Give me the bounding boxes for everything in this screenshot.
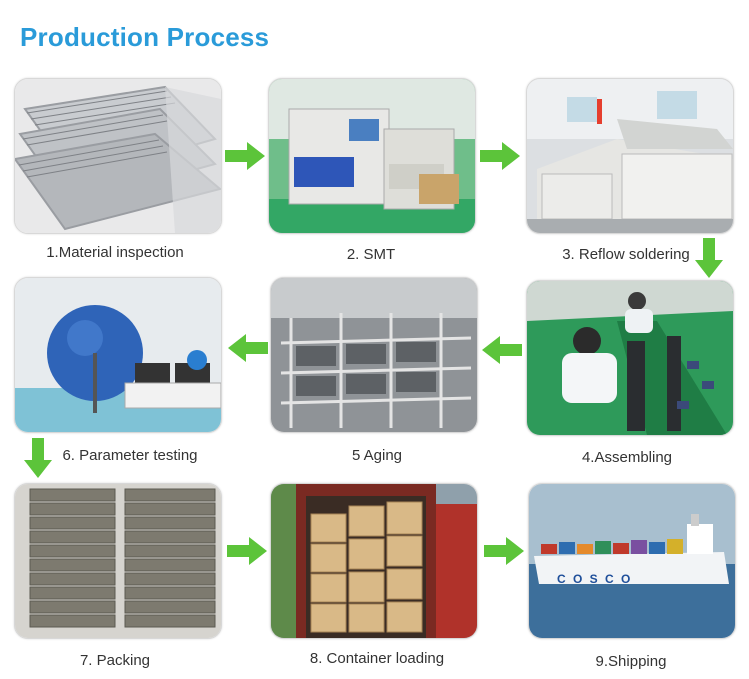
step-9-label: 9.Shipping [595, 653, 667, 670]
step-5-label: 5 Aging [351, 447, 403, 464]
arrow-right-icon [484, 537, 524, 565]
step-7-photo [14, 483, 222, 639]
step-3-label: 3. Reflow soldering [562, 246, 690, 263]
step-1-label: 1.Material inspection [46, 244, 184, 261]
step-9-photo: C O S C O [528, 483, 736, 639]
step-8-photo [270, 483, 478, 639]
page-title: Production Process [20, 22, 270, 52]
arrow-down-icon [24, 438, 52, 478]
arrow-right-icon [480, 142, 520, 170]
arrow-left-icon [482, 336, 522, 364]
step-5-photo [270, 277, 478, 433]
arrow-right-icon [225, 142, 265, 170]
arrow-left-icon [228, 334, 268, 362]
arrow-right-icon [227, 537, 267, 565]
step-3-photo [526, 78, 734, 234]
step-2-label: 2. SMT [346, 246, 396, 263]
step-4-photo [526, 280, 734, 436]
step-8-label: 8. Container loading [309, 650, 445, 667]
arrow-down-icon [695, 238, 723, 278]
step-1-photo [14, 78, 222, 234]
step-7-label: 7. Packing [79, 652, 151, 669]
step-6-label: 6. Parameter testing [62, 447, 198, 464]
step-4-label: 4.Assembling [581, 449, 673, 466]
step-6-photo [14, 277, 222, 433]
step-2-photo [268, 78, 476, 234]
ship-logo-text: C O S C O [557, 572, 633, 586]
